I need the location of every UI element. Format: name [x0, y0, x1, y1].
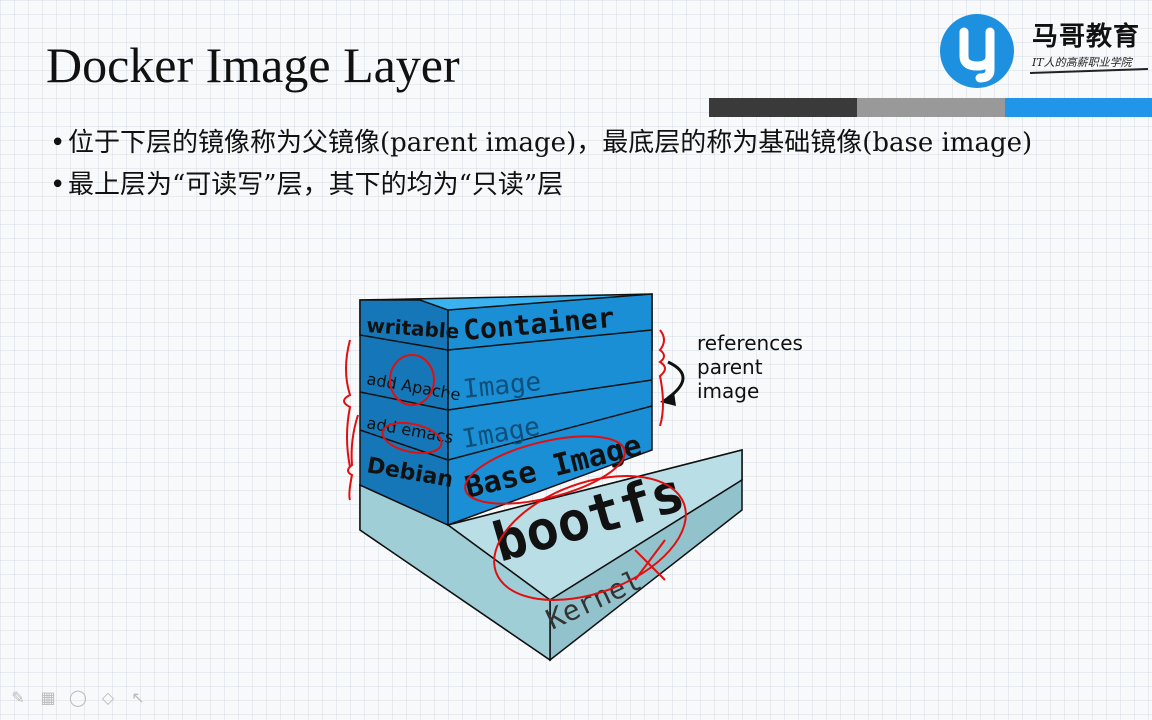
annotation-line: parent [697, 355, 763, 379]
bullet-item: 最上层为“可读写”层，其下的均为“只读”层 [50, 164, 1120, 206]
header-bar-blue [1005, 98, 1152, 117]
image-layer-diagram: writable add Apache add emacs Debian Con… [343, 293, 803, 662]
pointer-icon[interactable]: ↖ [131, 688, 145, 707]
eraser-icon[interactable]: ◯ [69, 688, 87, 707]
logo-tagline: IT人的高薪职业学院 [1032, 56, 1132, 69]
logo-mark-icon [940, 14, 1014, 88]
slide-toolbar: ✎ ▦ ◯ ◇ ↖ [8, 688, 148, 708]
layer-stack [359, 293, 653, 527]
header-bar-grey [857, 98, 1005, 117]
annotation-arrow-icon [667, 360, 685, 400]
slide-title: Docker Image Layer [46, 37, 460, 93]
annotation-line: image [697, 379, 759, 403]
annotation-line: references [697, 331, 803, 355]
arrowhead-icon [660, 392, 676, 406]
laser-icon[interactable]: ▦ [40, 688, 56, 707]
logo-name: 马哥教育 [1032, 22, 1141, 52]
pen-icon[interactable]: ✎ [11, 688, 25, 707]
header-bar-dark [709, 98, 857, 117]
bullet-item: 位于下层的镜像称为父镜像(parent image)，最底层的称为基础镜像(ba… [50, 122, 1120, 164]
highlighter-icon[interactable]: ◇ [101, 688, 115, 707]
brand-logo: 马哥教育 IT人的高薪职业学院 [940, 14, 1150, 94]
bullet-list: 位于下层的镜像称为父镜像(parent image)，最底层的称为基础镜像(ba… [50, 122, 1120, 206]
kernel-block [359, 449, 743, 662]
red-annotations [343, 329, 687, 601]
